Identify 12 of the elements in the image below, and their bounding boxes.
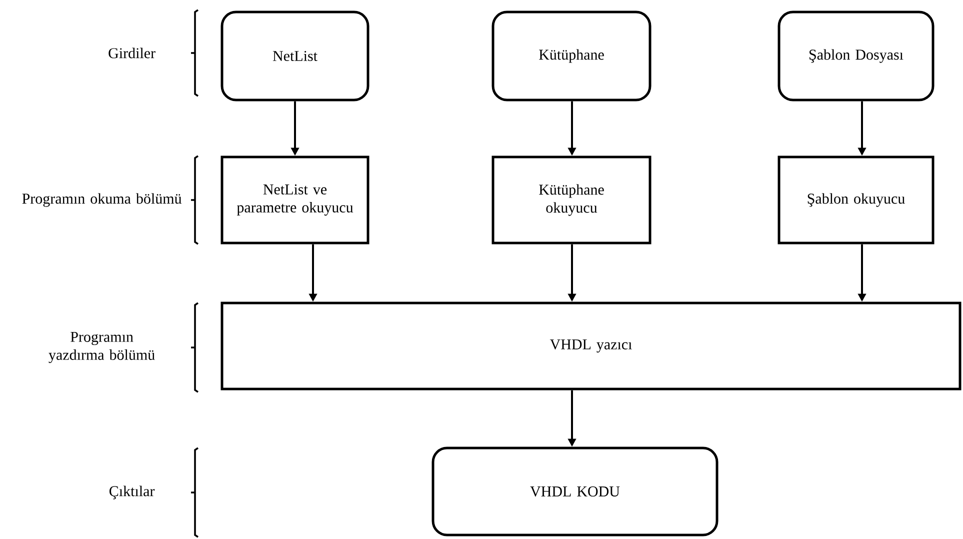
section-label: Girdiler (108, 48, 156, 58)
process-box: Şablon okuyucu (778, 156, 934, 244)
rounded-box: Şablon Dosyası (778, 10, 934, 102)
section-label: Programın okuma bölümü (22, 193, 182, 207)
process-box: Kütüphane okuyucu (492, 156, 652, 244)
process-box: VHDL yazıcı (220, 302, 962, 390)
rounded-box: Kütüphane (492, 10, 652, 102)
rounded-box: NetList (220, 10, 370, 102)
process-box: NetList ve parametre okuyucu (220, 156, 370, 244)
section-label: Programın yazdırma bölümü (48, 332, 155, 364)
rounded-box: VHDL KODU (432, 446, 718, 536)
section-label: Çıktılar (110, 486, 155, 500)
